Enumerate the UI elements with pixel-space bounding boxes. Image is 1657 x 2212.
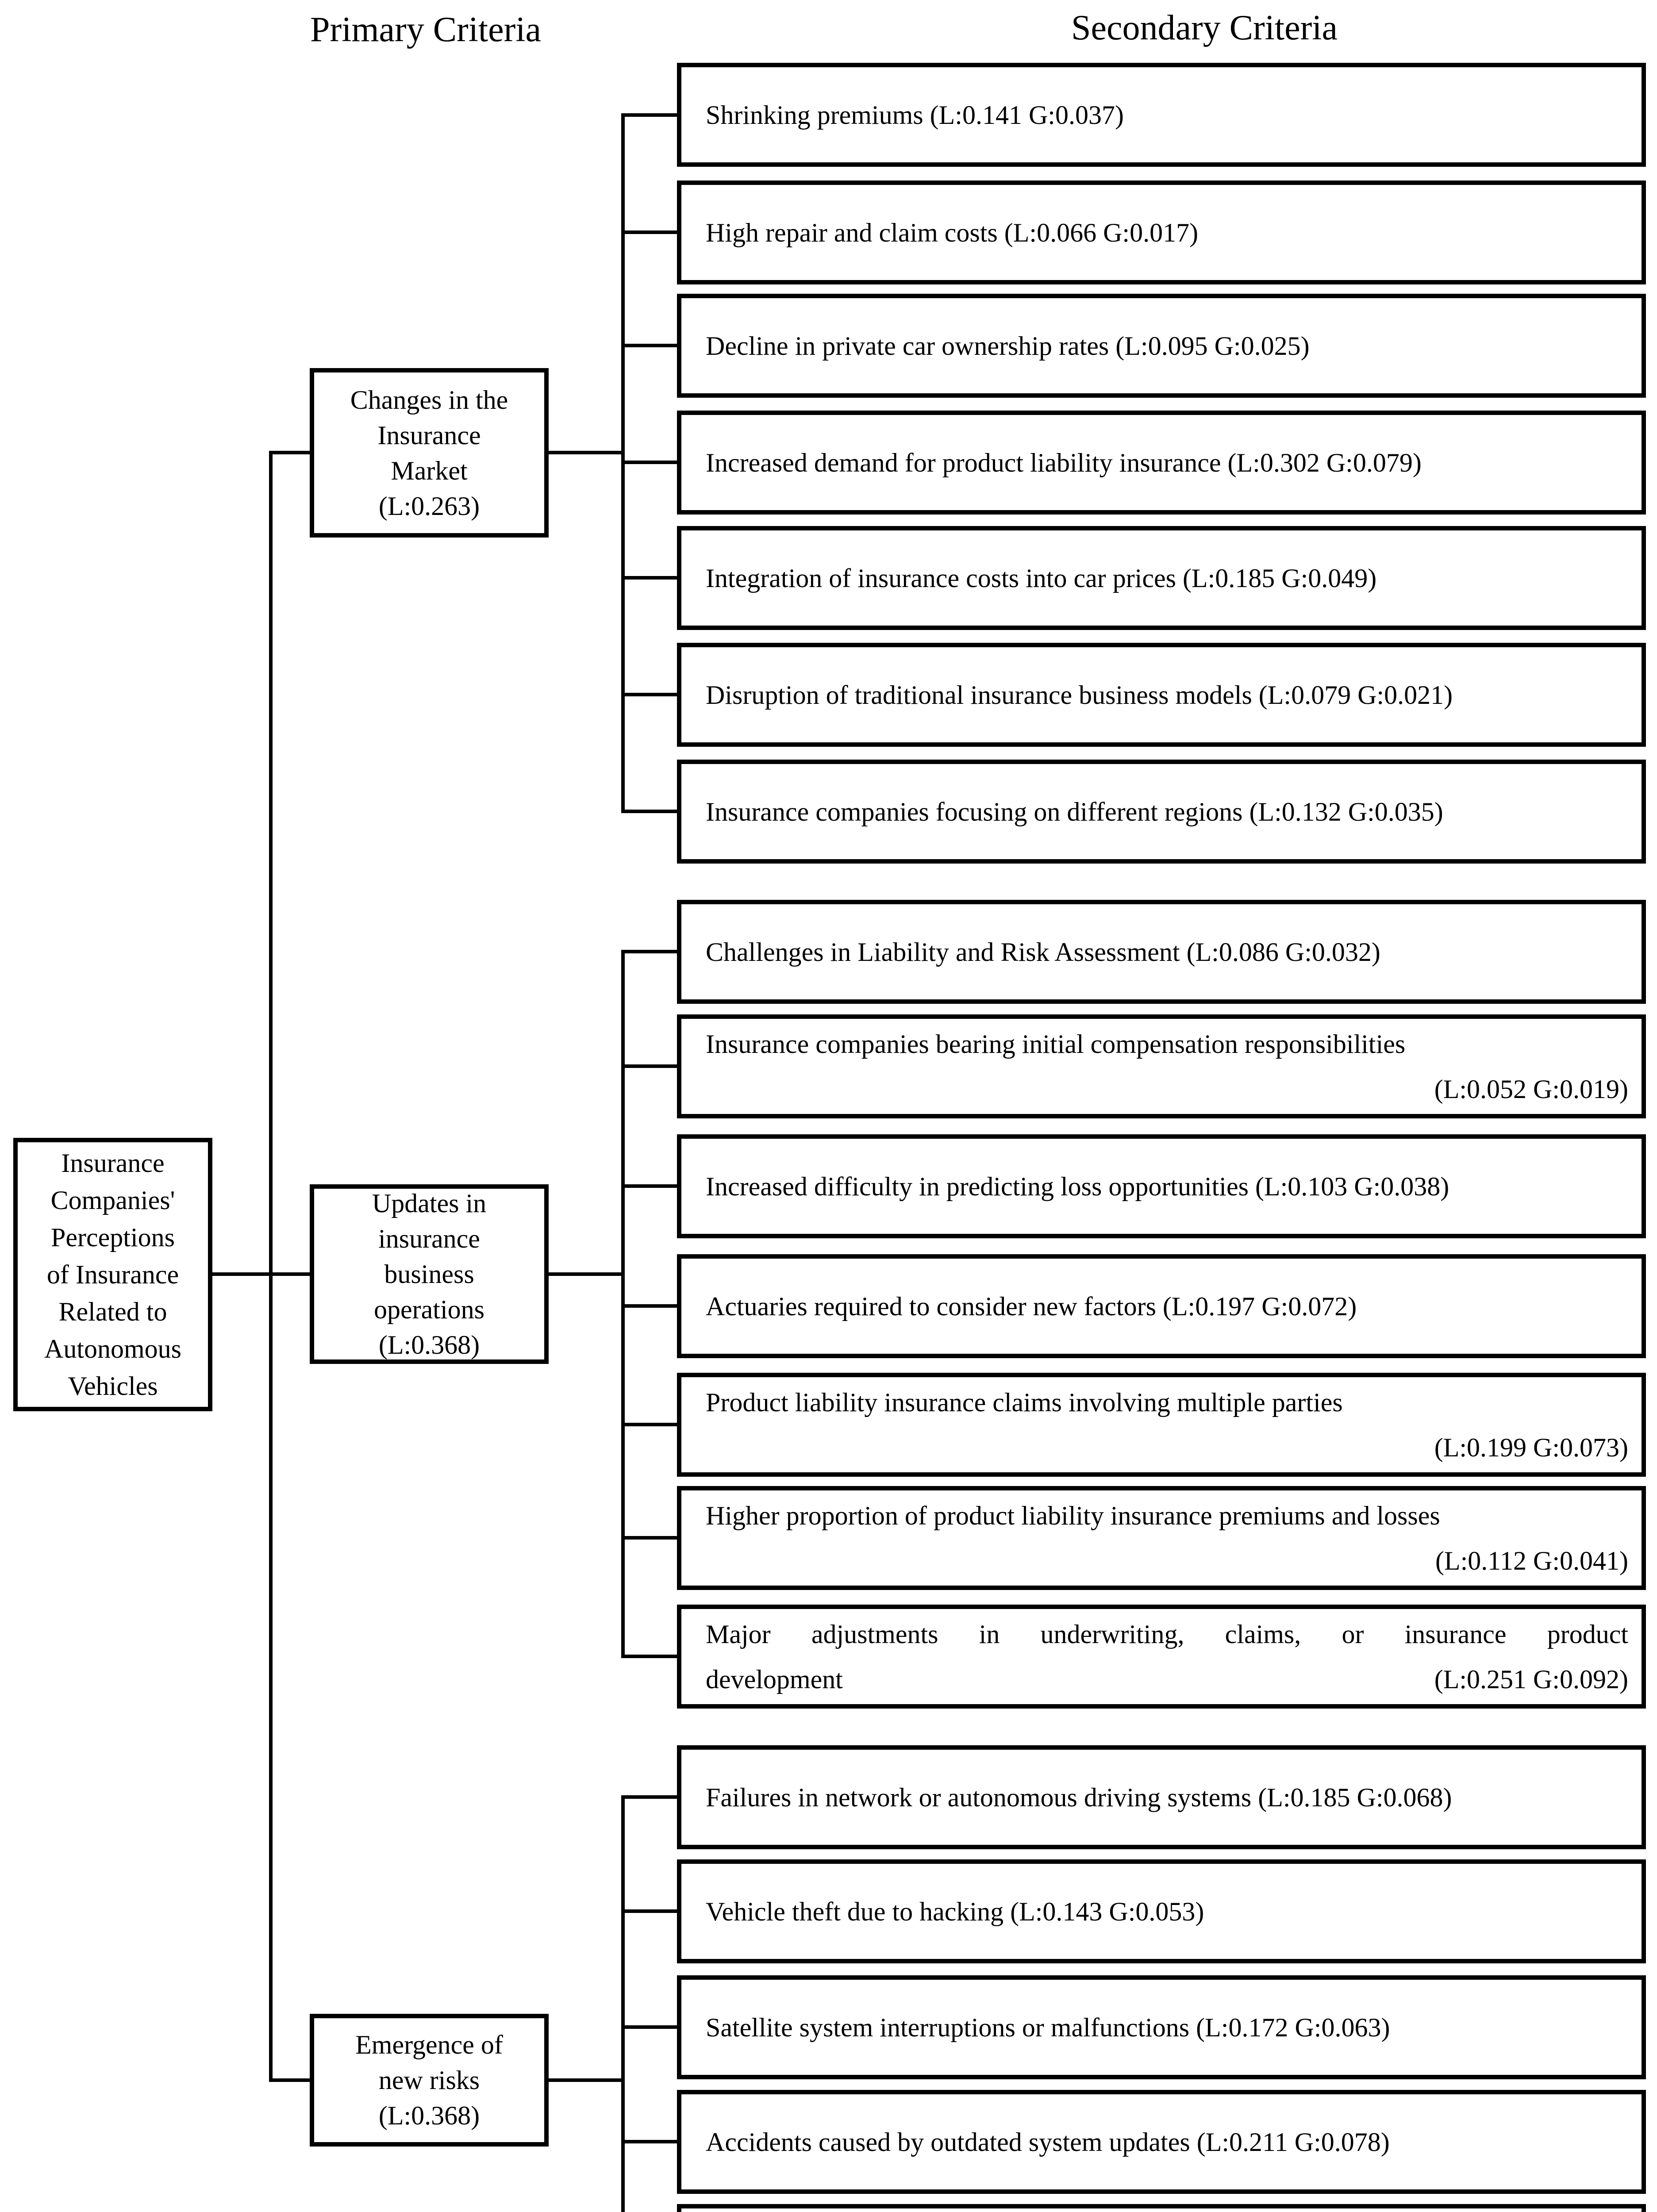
connector-line	[621, 1536, 679, 1540]
criterion-text: Increased difficulty in predicting loss …	[706, 1171, 1449, 1201]
primary-node-business-operations: Updates in insurance business operations…	[310, 1184, 549, 1364]
primary-node-new-risks: Emergence of new risks (L:0.368)	[310, 2014, 549, 2147]
root-node-line: Insurance	[61, 1148, 165, 1178]
secondary-node: Legal systems struggling to adapt to aut…	[677, 2204, 1646, 2212]
criterion-text: High repair and claim costs (L:0.066 G:0…	[706, 218, 1199, 247]
secondary-node: Satellite system interruptions or malfun…	[677, 1975, 1646, 2079]
connector-line	[621, 113, 679, 117]
secondary-node: Insurance companies bearing initial comp…	[677, 1014, 1646, 1118]
criterion-value-row: (L:0.052 G:0.019)	[706, 1067, 1628, 1112]
criterion-text: Vehicle theft due to hacking (L:0.143 G:…	[706, 1897, 1204, 1926]
secondary-node: Insurance companies focusing on differen…	[677, 760, 1646, 864]
criterion-value: (L:0.199 G:0.073)	[1434, 1432, 1628, 1462]
connector-line	[269, 451, 273, 2082]
criterion-text: Disruption of traditional insurance busi…	[706, 680, 1453, 710]
secondary-node: Shrinking premiums (L:0.141 G:0.037)	[677, 63, 1646, 167]
root-node-line: Autonomous	[44, 1334, 182, 1363]
connector-line	[212, 1272, 313, 1276]
primary-node-line: (L:0.368)	[378, 1330, 480, 1359]
secondary-node: Decline in private car ownership rates (…	[677, 294, 1646, 398]
primary-node-line: (L:0.263)	[378, 491, 480, 521]
criterion-text: Insurance companies bearing initial comp…	[706, 1029, 1406, 1059]
criterion-value-row: development (L:0.251 G:0.092)	[706, 1657, 1628, 1702]
connector-line	[269, 2078, 310, 2082]
secondary-node: Increased demand for product liability i…	[677, 411, 1646, 515]
secondary-node: Accidents caused by outdated system upda…	[677, 2090, 1646, 2194]
primary-node-line: business	[384, 1260, 474, 1289]
criterion-text: Challenges in Liability and Risk Assessm…	[706, 937, 1380, 967]
primary-node-line: (L:0.368)	[378, 2101, 480, 2130]
criterion-text: Major adjustments in underwriting, claim…	[706, 1619, 1628, 1649]
primary-node-line: operations	[374, 1295, 484, 1324]
criterion-text: Shrinking premiums (L:0.141 G:0.037)	[706, 100, 1124, 130]
secondary-node: Major adjustments in underwriting, claim…	[677, 1605, 1646, 1709]
column-header-primary: Primary Criteria	[310, 10, 542, 49]
criterion-value: (L:0.251 G:0.092)	[1434, 1664, 1628, 1694]
root-node-line: Related to	[58, 1297, 167, 1326]
secondary-node: Vehicle theft due to hacking (L:0.143 G:…	[677, 1859, 1646, 1963]
connector-line	[549, 2078, 625, 2082]
criterion-text: Insurance companies focusing on differen…	[706, 797, 1443, 826]
criterion-text: Satellite system interruptions or malfun…	[706, 2012, 1390, 2042]
connector-line	[621, 1795, 679, 1799]
secondary-node: Increased difficulty in predicting loss …	[677, 1134, 1646, 1238]
primary-node-line: Emergence of	[355, 2030, 503, 2059]
secondary-node: Higher proportion of product liability i…	[677, 1486, 1646, 1590]
criterion-value-row: (L:0.112 G:0.041)	[706, 1538, 1628, 1583]
criterion-text: Failures in network or autonomous drivin…	[706, 1782, 1452, 1812]
connector-line	[549, 1272, 625, 1276]
secondary-node: Disruption of traditional insurance busi…	[677, 643, 1646, 747]
secondary-node: Actuaries required to consider new facto…	[677, 1254, 1646, 1358]
secondary-node: Product liability insurance claims invol…	[677, 1373, 1646, 1477]
criterion-text: Integration of insurance costs into car …	[706, 563, 1377, 593]
connector-line	[549, 451, 625, 454]
criterion-text: Product liability insurance claims invol…	[706, 1387, 1343, 1417]
connector-line	[621, 1064, 679, 1068]
primary-node-line: insurance	[378, 1224, 480, 1253]
primary-node-line: Changes in the	[350, 385, 508, 415]
column-header-secondary: Secondary Criteria	[1071, 8, 1338, 47]
secondary-node: Failures in network or autonomous drivin…	[677, 1745, 1646, 1849]
connector-line	[621, 810, 679, 813]
root-node-line: Companies'	[50, 1186, 175, 1215]
root-node-line: Vehicles	[68, 1371, 158, 1401]
connector-line	[621, 2025, 679, 2029]
secondary-node: High repair and claim costs (L:0.066 G:0…	[677, 180, 1646, 284]
connector-line	[621, 1909, 679, 1913]
connector-line	[621, 344, 679, 347]
root-node-line: of Insurance	[46, 1260, 179, 1289]
connector-line	[621, 461, 679, 464]
primary-node-line: Updates in	[372, 1189, 487, 1218]
connector-line	[621, 1304, 679, 1308]
secondary-node: Integration of insurance costs into car …	[677, 526, 1646, 630]
secondary-node: Challenges in Liability and Risk Assessm…	[677, 900, 1646, 1004]
connector-line	[269, 451, 310, 454]
criterion-text: Decline in private car ownership rates (…	[706, 331, 1310, 361]
connector-line	[621, 1423, 679, 1426]
root-node-line: Perceptions	[51, 1223, 175, 1252]
connector-line	[621, 1795, 625, 2212]
connector-line	[621, 950, 679, 953]
primary-node-line: Market	[391, 456, 468, 485]
criterion-text: Higher proportion of product liability i…	[706, 1501, 1440, 1530]
criterion-value: (L:0.112 G:0.041)	[1435, 1546, 1628, 1575]
connector-line	[621, 230, 679, 234]
connector-line	[621, 1184, 679, 1188]
connector-line	[621, 1655, 679, 1658]
criterion-value-row: (L:0.199 G:0.073)	[706, 1425, 1628, 1470]
connector-line	[621, 2140, 679, 2143]
primary-node-insurance-market: Changes in the Insurance Market (L:0.263…	[310, 368, 549, 538]
root-node: Insurance Companies' Perceptions of Insu…	[13, 1138, 212, 1411]
connector-line	[621, 576, 679, 580]
criterion-text: Accidents caused by outdated system upda…	[706, 2127, 1390, 2157]
criterion-text-continued: development	[706, 1664, 843, 1694]
primary-node-line: new risks	[378, 2066, 480, 2095]
criterion-value: (L:0.052 G:0.019)	[1434, 1074, 1628, 1104]
primary-node-line: Insurance	[377, 420, 481, 450]
connector-line	[621, 950, 625, 1658]
criterion-text: Actuaries required to consider new facto…	[706, 1291, 1357, 1321]
connector-line	[621, 693, 679, 696]
criterion-text: Increased demand for product liability i…	[706, 448, 1422, 477]
